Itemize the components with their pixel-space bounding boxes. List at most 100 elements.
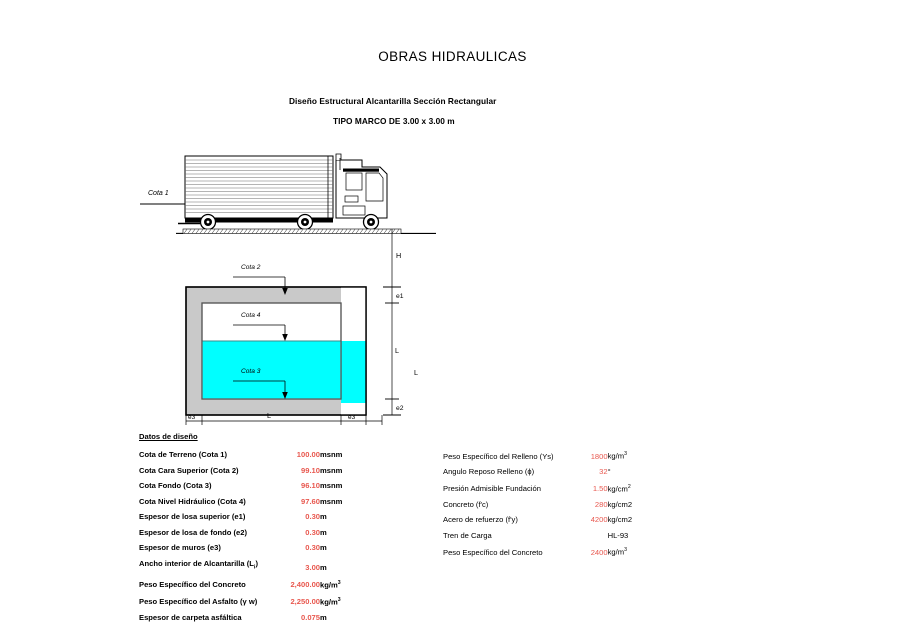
culvert-water (202, 341, 341, 399)
data-row-value: 100.00 (296, 450, 321, 459)
data-row: Tren de Carga HL-93 (443, 528, 632, 544)
data-row-value: 32 (599, 467, 608, 477)
trailer-chassis (185, 218, 333, 223)
dimension-e2-label: e2 (396, 405, 404, 412)
right-chamber-water (341, 341, 366, 403)
page-title: OBRAS HIDRAULICAS (378, 49, 527, 64)
data-row-unit: ° (607, 467, 611, 477)
road-surface (182, 228, 402, 234)
design-data-heading: Datos de diseño (139, 432, 198, 441)
data-row-value: 97.60 (301, 496, 321, 506)
data-row-unit: kg/m3 (320, 579, 341, 590)
data-row: Angulo Reposo Relleno (ɸ) 32° (443, 464, 632, 480)
subtitle-line-1: Diseño Estructural Alcantarilla Sección … (289, 96, 497, 106)
data-row-unit: kg/cm2 (607, 515, 633, 525)
cab-window-band (343, 168, 379, 172)
dimension-L-outer-label: L (414, 368, 418, 377)
data-row-unit: m (320, 512, 327, 521)
data-row-label: Cota Fondo (Cota 3) (139, 481, 212, 490)
trailer-body (184, 155, 334, 219)
cab-door-panel (344, 195, 359, 203)
data-row-unit: msnm (320, 496, 343, 506)
dimension-L-bottom-label: L (267, 411, 271, 420)
cota2-leader: Cota 2 (233, 264, 288, 295)
data-row-unit: msnm (320, 481, 343, 490)
truck-elevation-drawing: Cota 1 (140, 153, 436, 234)
data-row-value: 2,400.00 (290, 580, 321, 590)
data-row-unit: msnm (320, 465, 343, 475)
data-row-label: Espesor de losa superior (e1) (139, 512, 246, 521)
data-row-label: Ancho interior de Alcantarilla (Li) (139, 558, 259, 571)
data-row-value: 96.10 (301, 481, 321, 490)
data-row-label: Peso Específico del Concreto (443, 547, 543, 557)
dimension-e3-right-label: e3 (348, 414, 356, 421)
cota3-label: Cota 3 (241, 368, 261, 375)
data-row-unit: kg/m3 (607, 451, 627, 461)
data-row-label: Concreto (f'c) (443, 499, 489, 509)
data-row-value: 0.075 (301, 612, 321, 622)
cota3-leader: Cota 3 (233, 368, 288, 399)
data-row-unit: HL-93 (607, 530, 629, 540)
cota4-label: Cota 4 (241, 312, 261, 319)
data-row-value: 3.00 (305, 563, 321, 573)
data-row-unit: kg/cm2 (607, 483, 631, 494)
data-row: Peso Específico del Asfalto (γ w) 2,250.0… (139, 593, 342, 610)
data-row-unit: msnm (320, 450, 343, 459)
data-row-value (554, 528, 608, 544)
trailer-corrugation (185, 159, 333, 213)
data-row-label: Cota de Terreno (Cota 1) (139, 450, 228, 459)
data-row-value: 1800 (590, 451, 608, 461)
data-row-label: Espesor de losa de fondo (e2) (139, 527, 248, 537)
dimension-L-inner-label: L (395, 346, 399, 355)
data-row-label: Angulo Reposo Relleno (ɸ) (443, 467, 535, 477)
dimension-stack-right: e1 e2 L L (383, 287, 418, 416)
dimension-bottom: e3 L e3 (185, 411, 383, 425)
subtitle-line-2: TIPO MARCO DE 3.00 x 3.00 m (333, 116, 455, 126)
cab-side-window (345, 172, 363, 191)
culvert-section-drawing: H Cota 2 Cota 4 (185, 229, 418, 425)
cota4-leader: Cota 4 (233, 312, 288, 341)
data-row-label: Presión Admisible Fundación (443, 484, 541, 494)
data-row-value: 99.10 (301, 465, 321, 475)
cota1-label: Cota 1 (148, 190, 169, 197)
data-row-label: Peso Específico del Relleno (Ys) (443, 451, 554, 461)
dimension-e3-left-label: e3 (188, 414, 196, 421)
cota2-label: Cota 2 (241, 264, 261, 271)
data-row-label: Acero de refuerzo (f'y) (443, 515, 518, 525)
data-row-label: Cota Nivel Hidráulico (Cota 4) (139, 496, 246, 506)
dimension-e1-label: e1 (396, 293, 404, 300)
data-row-value: 0.30 (305, 527, 321, 537)
data-row-value: 2,250.00 (290, 597, 321, 607)
data-row-unit: kg/cm2 (607, 499, 633, 509)
data-row-unit: kg/m3 (320, 596, 341, 607)
data-row-unit: m (320, 543, 327, 552)
dimension-H-label: H (396, 251, 401, 260)
data-row-value: 0.30 (305, 543, 321, 552)
data-row-label: Cota Cara Superior (Cota 2) (139, 465, 239, 475)
data-row-value: 1.50 (592, 484, 608, 494)
data-row-label: Peso Específico del Asfalto (γ w) (139, 597, 258, 607)
data-row-unit: kg/m3 (607, 547, 627, 557)
tractor-grille (342, 205, 366, 216)
data-row-label: Tren de Carga (443, 530, 492, 540)
road-hatching (183, 229, 400, 234)
data-row-unit: m (320, 527, 327, 537)
data-row-label: Peso Específico del Concreto (139, 580, 246, 590)
